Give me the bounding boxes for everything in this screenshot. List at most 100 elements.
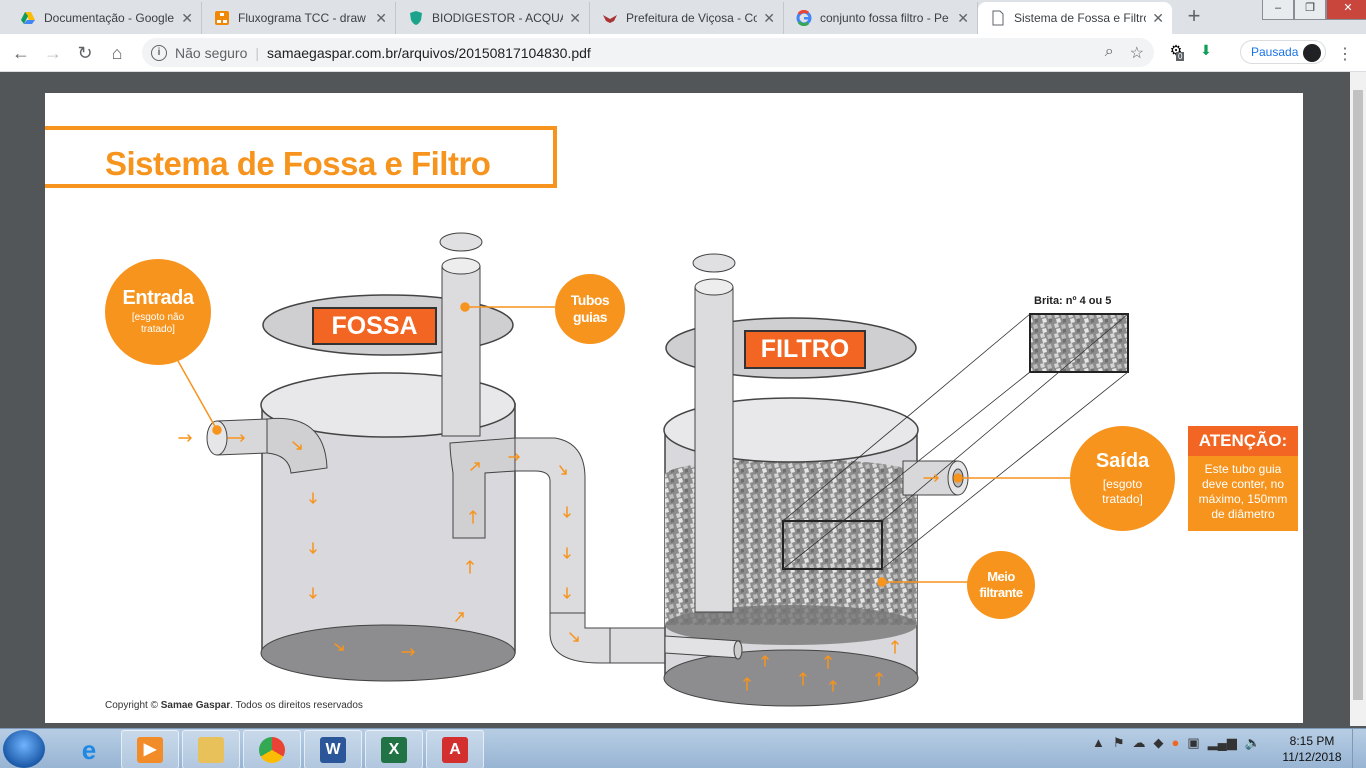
address-bar[interactable]: i Não seguro | samaegaspar.com.br/arquiv… (142, 38, 1154, 67)
shield-icon (410, 11, 422, 25)
taskbar-word[interactable]: W (304, 730, 362, 768)
taskbar-chrome[interactable] (243, 730, 301, 768)
tab-prefeitura[interactable]: Prefeitura de Viçosa - Co ✕ (590, 2, 784, 34)
saida-callout: Saída [esgoto tratado] (1070, 426, 1175, 531)
tubos-guias-label: Tubos guias (570, 292, 610, 325)
device-icon[interactable]: ▣ (1187, 735, 1200, 750)
fossa-filtro-diagram (177, 232, 1129, 707)
brita-label: Brita: nº 4 ou 5 (1034, 295, 1112, 307)
volume-icon[interactable]: 🔈 (1244, 735, 1262, 750)
word-icon: W (320, 736, 346, 763)
atencao-title: ATENÇÃO: (1188, 426, 1298, 456)
tab-sistema-fossa-filtro[interactable]: Sistema de Fossa e Filtro ✕ (978, 2, 1172, 34)
taskbar-ie[interactable]: e (60, 730, 118, 768)
tab-conjunto-fossa[interactable]: conjunto fossa filtro - Pe ✕ (784, 2, 978, 34)
saida-subtitle: [esgoto tratado] (1102, 477, 1143, 506)
title-frame (45, 126, 557, 188)
window-controls: – ❐ ✕ (1262, 0, 1366, 20)
filtro-label: FILTRO (744, 330, 866, 369)
back-button[interactable]: ← (12, 43, 30, 63)
url-text[interactable]: samaegaspar.com.br/arquivos/201508171048… (267, 44, 591, 61)
callout-lines (177, 302, 1071, 587)
close-icon[interactable]: ✕ (763, 9, 775, 26)
taskbar-explorer[interactable] (182, 730, 240, 768)
tubos-guias-callout: Tubos guias (555, 274, 625, 344)
dropbox-icon[interactable]: ◆ (1153, 735, 1164, 750)
copyright-prefix: Copyright © (105, 700, 161, 711)
security-label: Não seguro (175, 44, 248, 61)
entrada-callout: Entrada [esgoto não tratado] (105, 259, 211, 365)
profile-button[interactable]: Pausada (1240, 40, 1326, 64)
new-tab-button[interactable]: + (1187, 3, 1201, 28)
close-icon[interactable]: ✕ (1152, 9, 1164, 26)
eagle-icon (603, 15, 617, 23)
clock[interactable]: 8:15 PM 11/12/2018 (1282, 733, 1342, 765)
start-button[interactable] (3, 730, 45, 768)
maximize-button[interactable]: ❐ (1294, 0, 1326, 20)
brita-inset (782, 313, 1129, 570)
menu-icon[interactable]: ⋮ (1337, 46, 1353, 63)
avast-icon[interactable]: ● (1171, 735, 1180, 750)
connecting-pipe (514, 437, 666, 664)
omnibox-actions: ⌕ ☆ (1105, 43, 1144, 63)
zoom-icon[interactable]: ⌕ (1104, 43, 1114, 60)
fossa-tank (206, 232, 516, 682)
reload-button[interactable]: ↻ (77, 43, 93, 63)
tab-label: BIODIGESTOR - ACQUA (432, 11, 564, 25)
signal-icon[interactable]: ▂▄▆ (1207, 735, 1237, 750)
extension-save-icon[interactable]: ⬇ (1200, 42, 1212, 58)
minimize-button[interactable]: – (1262, 0, 1294, 20)
taskbar-excel[interactable]: X (365, 730, 423, 768)
cloud-icon[interactable]: ☁ (1132, 735, 1146, 750)
page-title: Sistema de Fossa e Filtro (105, 145, 491, 182)
tab-label: Sistema de Fossa e Filtro (1014, 11, 1147, 25)
meio-filtrante-callout: Meio filtrante (967, 551, 1035, 619)
drive-icon (21, 12, 35, 24)
taskbar-media-player[interactable]: ▶ (121, 730, 179, 768)
taskbar: e ▶ W X A ▲ ⚑ ☁ ◆ ● ▣ ▂▄▆ 🔈 8:15 PM 11/1… (0, 728, 1366, 768)
close-icon[interactable]: ✕ (375, 9, 387, 26)
tab-biodigestor[interactable]: BIODIGESTOR - ACQUA ✕ (396, 2, 590, 34)
excel-icon: X (381, 736, 407, 763)
clock-time: 8:15 PM (1289, 734, 1335, 748)
flag-icon[interactable]: ⚑ (1112, 735, 1125, 750)
close-icon[interactable]: ✕ (181, 9, 193, 26)
tab-documentacao[interactable]: Documentação - Google ✕ (8, 2, 202, 34)
clock-date: 11/12/2018 (1282, 750, 1342, 764)
atencao-text: Este tubo guia deve conter, no máximo, 1… (1198, 462, 1288, 521)
scrollbar-thumb[interactable] (1353, 90, 1363, 700)
tab-label: Prefeitura de Viçosa - Co (626, 11, 758, 25)
chrome-icon (259, 736, 285, 763)
google-icon (796, 10, 812, 26)
entrada-subtitle: [esgoto não tratado] (131, 312, 185, 335)
atencao-box: ATENÇÃO: Este tubo guia deve conter, no … (1188, 426, 1298, 531)
filtro-tank (663, 253, 969, 707)
tab-label: Documentação - Google (44, 11, 175, 25)
bookmark-star-icon[interactable]: ☆ (1129, 45, 1144, 62)
tab-strip: Documentação - Google ✕ Fluxograma TCC -… (0, 0, 1366, 34)
home-button[interactable]: ⌂ (111, 43, 123, 63)
copyright-suffix: . Todos os direitos reservados (230, 700, 363, 711)
entrada-title: Entrada (122, 287, 194, 309)
copyright: Copyright © Samae Gaspar. Todos os direi… (105, 700, 363, 711)
saida-title: Saída (1095, 450, 1150, 472)
close-window-button[interactable]: ✕ (1326, 0, 1366, 20)
extension-badge: 0 (1176, 52, 1185, 61)
tray-expand-icon[interactable]: ▲ (1092, 735, 1105, 750)
ie-icon: e (81, 734, 97, 765)
pdf-page: Sistema de Fossa e Filtro (45, 93, 1303, 723)
scrollbar[interactable] (1350, 72, 1366, 726)
separator: | (255, 44, 260, 61)
browser-toolbar: ← → ↻ ⌂ i Não seguro | samaegaspar.com.b… (0, 34, 1366, 72)
tab-fluxograma[interactable]: Fluxograma TCC - draw ✕ (202, 2, 396, 34)
explorer-icon (198, 736, 224, 763)
forward-button[interactable]: → (44, 43, 62, 63)
show-desktop-button[interactable] (1352, 729, 1366, 768)
extension-puzzle-icon[interactable]: ⚙0 (1169, 42, 1185, 61)
close-icon[interactable]: ✕ (569, 9, 581, 26)
taskbar-acrobat[interactable]: A (426, 730, 484, 768)
info-icon[interactable]: i (151, 44, 167, 61)
close-icon[interactable]: ✕ (957, 9, 969, 26)
flow-arrows (178, 434, 940, 692)
acrobat-icon: A (442, 736, 468, 763)
